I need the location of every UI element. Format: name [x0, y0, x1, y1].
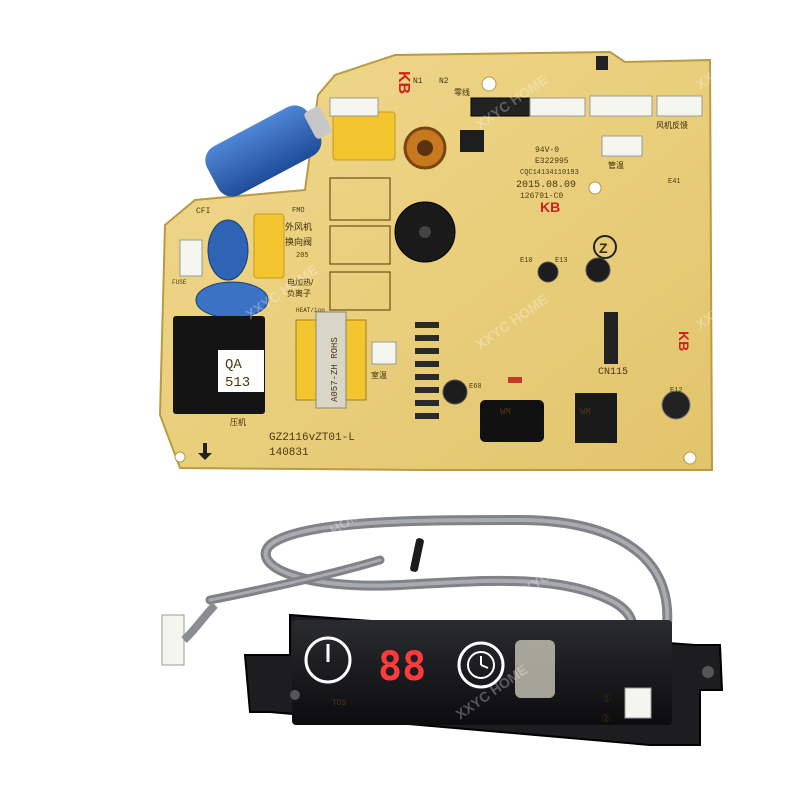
label-e12: E12	[670, 387, 683, 395]
indicator-1: ①	[602, 693, 612, 705]
electrolytic-capacitor	[661, 390, 691, 420]
label-heater: 电加热/	[287, 277, 314, 287]
cable-plug	[161, 614, 185, 666]
cable-end	[181, 602, 218, 643]
red-diode	[508, 377, 522, 383]
label-pipe-temp: 管温	[608, 160, 624, 170]
diode-array	[415, 322, 439, 419]
mount-hole	[174, 451, 186, 463]
label-heat: HEAT/ion	[296, 307, 325, 314]
varistor	[207, 219, 249, 281]
label-n1: N1	[413, 77, 423, 86]
relay-outline	[329, 177, 391, 221]
pcb-date-label: 2015.08.09	[516, 180, 576, 191]
connector-white	[656, 95, 703, 117]
electrolytic-capacitor	[537, 261, 559, 283]
connector-white	[179, 239, 203, 277]
main-control-board: GZ2116vZT01-L 140831 2015.08.09 126791-C…	[158, 50, 714, 471]
black-capacitor	[480, 400, 544, 442]
pcb-partno-label: 126791-C0	[520, 192, 563, 201]
yellow-relay	[332, 111, 396, 161]
z-mark: Z	[599, 240, 608, 256]
mount-hole	[588, 181, 602, 195]
label-n2: N2	[439, 77, 449, 86]
mount-hole	[683, 451, 697, 465]
sticker-line2: 513	[225, 375, 250, 391]
z-mark-circle	[593, 235, 617, 259]
cable-tie	[410, 538, 424, 572]
display-cable	[205, 514, 673, 665]
display-board-code: TOS	[332, 699, 347, 708]
watermark: XXYC HOME	[243, 41, 321, 102]
watermark: XXYC HOME	[13, 21, 91, 82]
buzzer-center	[419, 226, 431, 238]
connector-white	[371, 341, 397, 365]
label-fuse: FUSE	[172, 279, 187, 286]
label-fmo: FMO	[292, 207, 305, 215]
relay-outline	[329, 225, 391, 265]
label-e41: E41	[668, 178, 681, 186]
label-valve-code: 205	[296, 252, 309, 260]
display-window	[292, 620, 672, 725]
relay-outline	[329, 271, 391, 311]
cqc-label: CQC14134110193	[520, 169, 579, 177]
blue-film-capacitor	[205, 105, 332, 197]
display-digits: 88	[378, 644, 426, 690]
label-anion: 负离子	[287, 288, 311, 298]
label-reversing-valve: 换向阀	[285, 236, 312, 247]
label-neutral: 零线	[454, 87, 470, 97]
connector-white	[601, 135, 643, 157]
pcb-code-label: 140831	[269, 447, 309, 459]
kb-mark: KB	[395, 71, 412, 94]
label-wm-2: WM	[580, 407, 591, 417]
kb-mark: KB	[676, 331, 692, 351]
connector-white	[589, 95, 653, 117]
regulator	[575, 393, 617, 443]
transformer-label: A057-ZH ROHS	[330, 337, 340, 402]
ul-rating-label: 94V-0	[535, 146, 559, 155]
label-e60: E60	[469, 383, 482, 391]
pin-header	[604, 312, 618, 364]
sticker-line1: QA	[225, 357, 242, 373]
toroid-core	[417, 140, 433, 156]
connector-white	[329, 97, 379, 117]
electrolytic-capacitor	[442, 379, 468, 405]
label-wm-1: WM	[500, 407, 511, 417]
cn115-label: CN115	[598, 367, 628, 378]
power-icon	[304, 636, 352, 684]
label-e10: E10	[520, 257, 533, 265]
timer-icon	[457, 641, 505, 689]
mount-hole	[702, 666, 714, 678]
kb-mark: KB	[540, 199, 560, 215]
watermark: XXYC HOME	[13, 241, 91, 302]
mount-hole	[290, 690, 300, 700]
mount-hole	[481, 76, 497, 92]
yellow-capacitor	[253, 213, 285, 279]
arrow-down-icon	[198, 443, 212, 460]
label-fan-feedback: 风机反馈	[656, 120, 688, 130]
watermark: XXYC HOME	[13, 481, 91, 542]
watermark: XXYC HOME	[33, 701, 111, 762]
pcb-model-label: GZ2116vZT01-L	[269, 432, 355, 444]
qa-sticker	[218, 350, 264, 392]
display-board: 88 ① ② TOS	[243, 613, 724, 746]
indicator-2: ②	[601, 713, 611, 725]
display-connector	[624, 687, 652, 719]
small-switch	[596, 56, 608, 70]
connector-white	[529, 97, 586, 117]
label-outer-fan: 外风机	[285, 221, 312, 232]
label-compressor: 压机	[230, 417, 246, 427]
electrolytic-capacitor	[585, 257, 611, 283]
transformer-core	[315, 311, 347, 409]
watermark: XXYC HOME	[703, 501, 781, 562]
label-e13: E13	[555, 257, 568, 265]
ir-receiver	[515, 640, 555, 698]
label-room-temp: 室温	[371, 370, 387, 380]
label-cfi: CFI	[196, 207, 210, 216]
ic-chip	[460, 130, 484, 152]
ul-file-label: E322995	[535, 157, 569, 166]
